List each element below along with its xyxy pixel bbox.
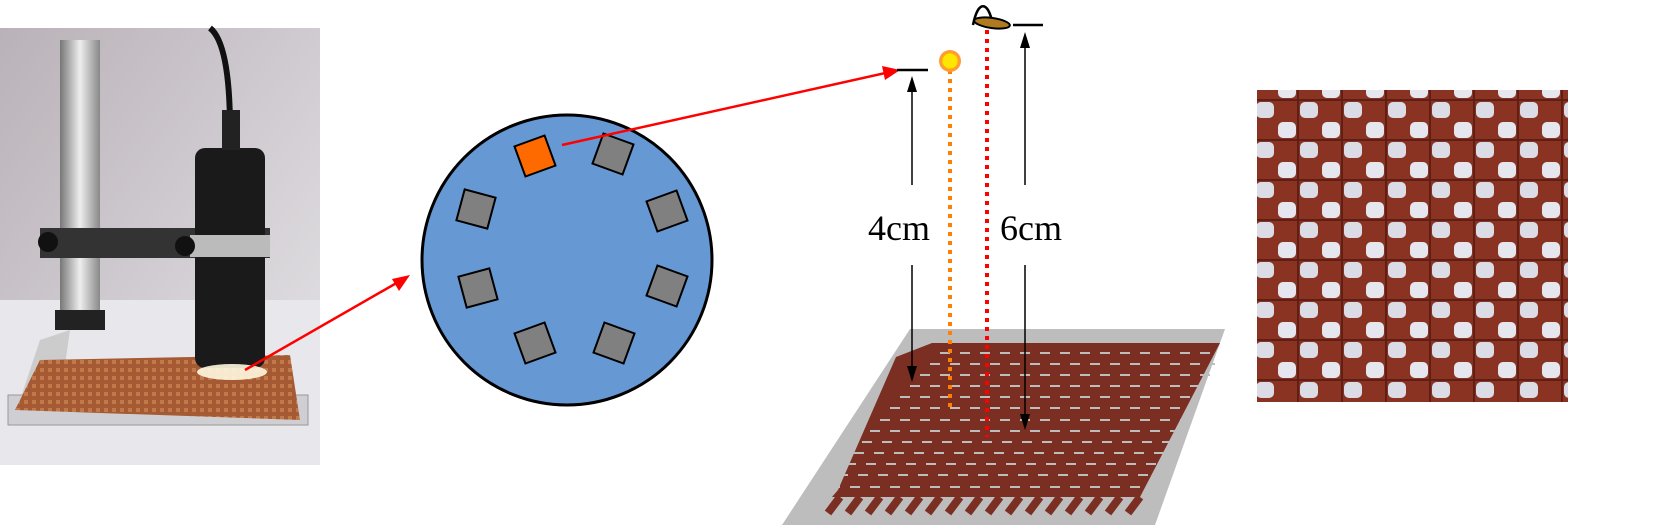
fabric-weave-lines (830, 352, 1220, 488)
pointer-arrow-to-ring (244, 275, 410, 372)
inactive-leds (455, 132, 689, 365)
microscope-photo (0, 25, 320, 465)
fabric-fringe (824, 494, 1144, 516)
light-height-dimension: 4cm (868, 68, 930, 382)
sun-icon (939, 50, 961, 72)
camera-height-label: 6cm (1000, 208, 1062, 248)
camera-height-dimension: 6cm (1000, 23, 1062, 430)
light-height-label: 4cm (868, 208, 930, 248)
active-led (513, 134, 557, 178)
fabric-closeup-photo (1257, 90, 1568, 402)
pointer-arrow-to-light (561, 66, 900, 147)
fabric-platform (782, 329, 1225, 525)
led-ring (420, 113, 714, 407)
eye-icon (971, 5, 1011, 30)
